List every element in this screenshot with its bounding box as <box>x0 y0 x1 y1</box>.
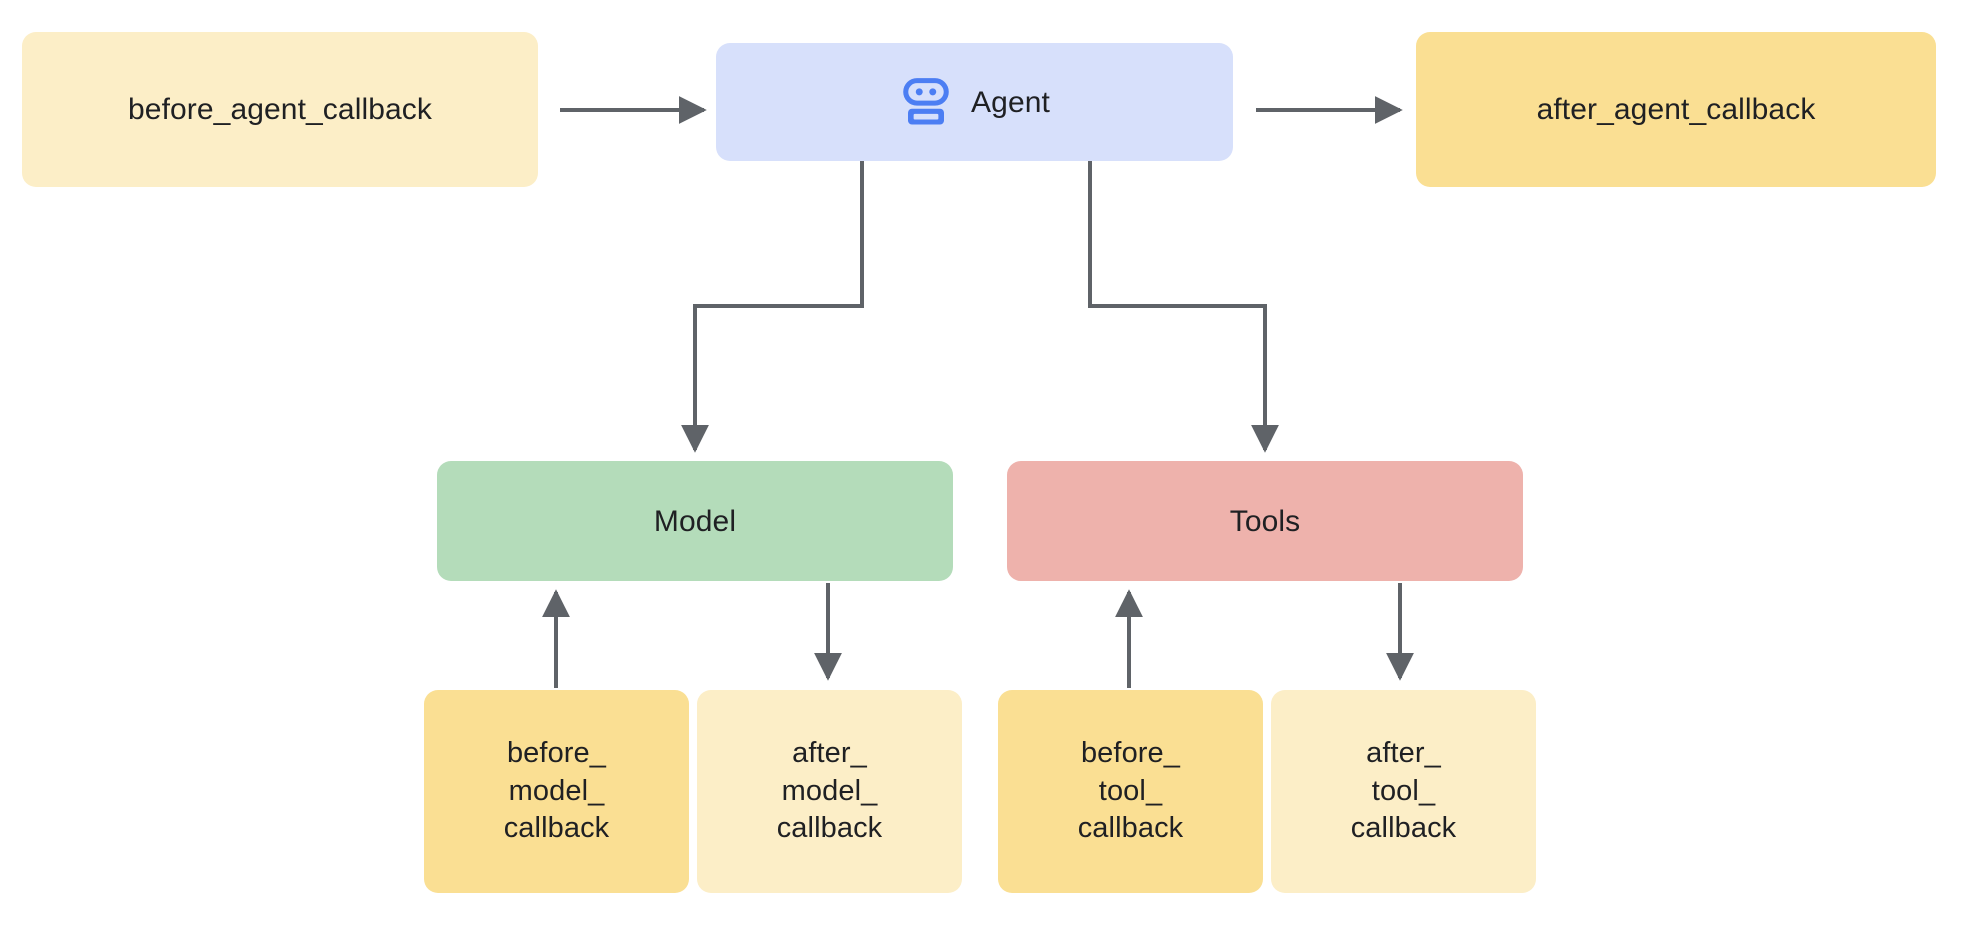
agent-inner: Agent <box>899 75 1050 129</box>
node-after-tool-callback-label: after_ tool_ callback <box>1350 736 1457 845</box>
node-after-model-callback-label: after_ model_ callback <box>776 736 883 845</box>
node-model[interactable]: Model <box>437 461 953 581</box>
robot-icon <box>903 78 949 125</box>
node-tools-label: Tools <box>1229 504 1301 538</box>
node-agent[interactable]: Agent <box>716 43 1233 161</box>
node-agent-label: Agent <box>971 85 1050 119</box>
node-after-model-callback[interactable]: after_ model_ callback <box>697 690 962 893</box>
node-before-model-callback-label: before_ model_ callback <box>503 736 610 845</box>
node-before-tool-callback-label: before_ tool_ callback <box>1077 736 1184 845</box>
node-before-agent-callback-label: before_agent_callback <box>128 93 432 126</box>
node-before-agent-callback[interactable]: before_agent_callback <box>22 32 538 187</box>
node-before-model-callback[interactable]: before_ model_ callback <box>424 690 689 893</box>
node-tools[interactable]: Tools <box>1007 461 1523 581</box>
node-after-agent-callback[interactable]: after_agent_callback <box>1416 32 1936 187</box>
node-model-label: Model <box>653 504 737 538</box>
node-after-tool-callback[interactable]: after_ tool_ callback <box>1271 690 1536 893</box>
edge-agent-to-tools <box>1088 161 1279 453</box>
node-before-tool-callback[interactable]: before_ tool_ callback <box>998 690 1263 893</box>
node-after-agent-callback-label: after_agent_callback <box>1536 93 1816 126</box>
edge-agent-to-model <box>681 161 864 453</box>
